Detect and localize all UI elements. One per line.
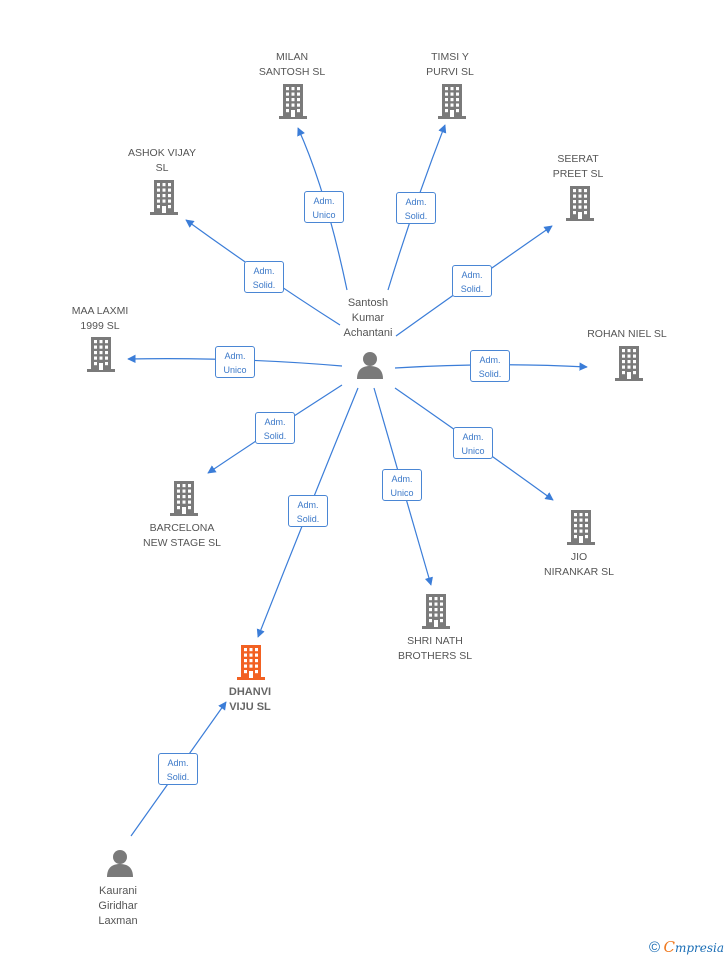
building-icon[interactable] (277, 83, 309, 124)
building-icon[interactable] (235, 644, 267, 685)
role-badge-kaurani-dhanvi[interactable]: Adm. Solid. (158, 753, 198, 785)
company-label-jio[interactable]: JIO NIRANKAR SL (543, 551, 615, 578)
building-icon[interactable] (148, 179, 180, 220)
building-icon[interactable] (613, 345, 645, 386)
role-badge-santosh-dhanvi[interactable]: Adm. Solid. (288, 495, 328, 527)
building-icon[interactable] (436, 83, 468, 124)
company-label-timsi[interactable]: TIMSI Y PURVI SL (426, 51, 474, 78)
company-label-seerat[interactable]: SEERAT PREET SL (552, 153, 604, 180)
person-label-santosh[interactable]: Santosh Kumar Achantani (343, 297, 393, 339)
brand-name: mpresia (674, 941, 724, 955)
role-badge-santosh-milan[interactable]: Adm. Unico (304, 191, 344, 223)
building-icon[interactable] (420, 593, 452, 634)
person-icon[interactable] (355, 350, 385, 385)
brand-logo-initial: C (663, 938, 675, 956)
role-badge-santosh-jio[interactable]: Adm. Unico (453, 427, 493, 459)
company-label-dhanvi[interactable]: DHANVI VIJU SL (228, 686, 272, 713)
role-badge-santosh-shri[interactable]: Adm. Unico (382, 469, 422, 501)
company-label-shri[interactable]: SHRI NATH BROTHERS SL (397, 635, 473, 662)
building-icon[interactable] (564, 185, 596, 226)
role-badge-santosh-timsi[interactable]: Adm. Solid. (396, 192, 436, 224)
company-label-barcelona[interactable]: BARCELONA NEW STAGE SL (143, 522, 221, 549)
copyright-symbol: © (649, 939, 661, 956)
building-icon[interactable] (565, 509, 597, 550)
person-icon[interactable] (105, 848, 135, 883)
role-badge-santosh-maa[interactable]: Adm. Unico (215, 346, 255, 378)
building-icon[interactable] (168, 480, 200, 521)
company-label-ashok[interactable]: ASHOK VIJAY SL (127, 147, 197, 174)
role-badge-santosh-rohan[interactable]: Adm. Solid. (470, 350, 510, 382)
role-badge-santosh-ashok[interactable]: Adm. Solid. (244, 261, 284, 293)
role-badge-santosh-barcelona[interactable]: Adm. Solid. (255, 412, 295, 444)
company-label-maa[interactable]: MAA LAXMI 1999 SL (71, 305, 129, 332)
company-label-rohan[interactable]: ROHAN NIEL SL (587, 328, 667, 340)
person-label-kaurani[interactable]: Kaurani Giridhar Laxman (98, 885, 138, 927)
building-icon[interactable] (85, 336, 117, 377)
role-badge-santosh-seerat[interactable]: Adm. Solid. (452, 265, 492, 297)
company-label-milan[interactable]: MILAN SANTOSH SL (258, 51, 326, 78)
footer-brand[interactable]: © Cmpresia (649, 938, 724, 956)
